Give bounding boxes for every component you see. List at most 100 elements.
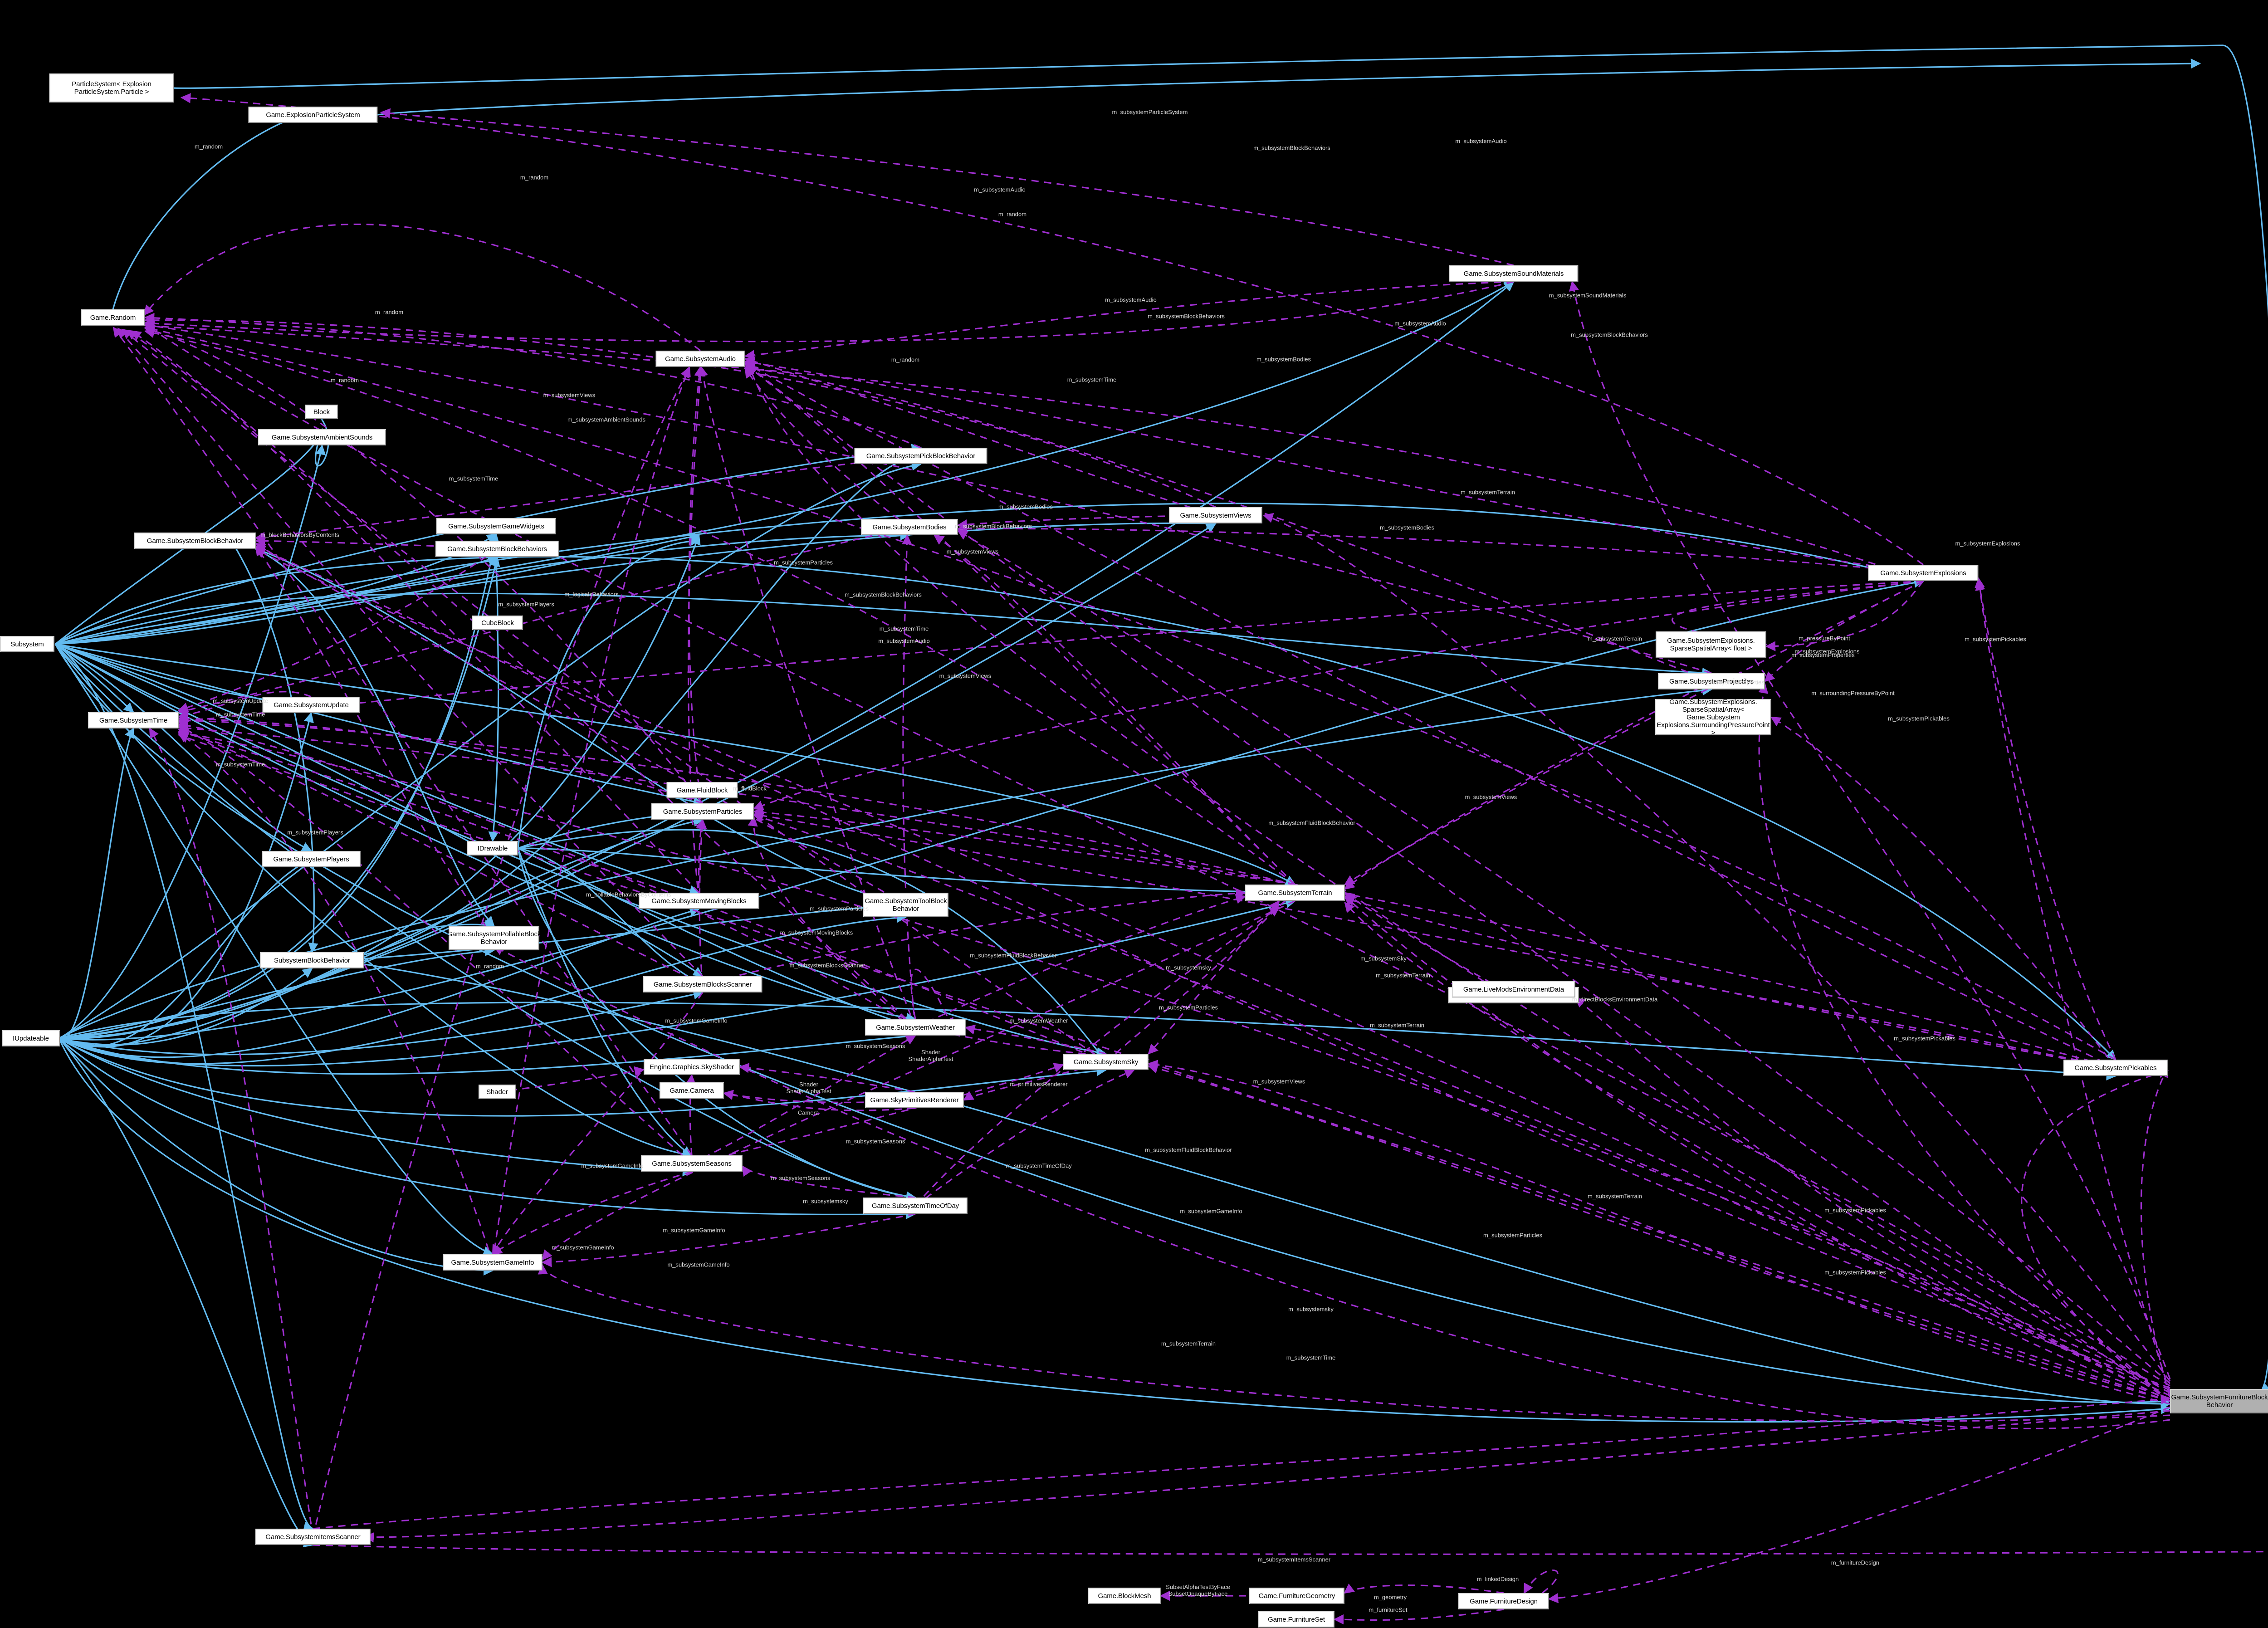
edge-label: m_subsystemTime <box>215 711 265 718</box>
edge-label: m_random <box>475 963 504 970</box>
graph-node[interactable]: Subsystem <box>0 636 54 652</box>
edge-label: m_subsystemTerrain <box>1376 972 1430 979</box>
edge-label: m_subsystemBodies <box>998 503 1053 510</box>
graph-node[interactable]: Game.SubsystemBodies <box>861 519 958 535</box>
edge-label: m_subsystemFluidBlockBehavior <box>970 952 1057 959</box>
edge-label: m_subsystemFluidBlockBehavior <box>1268 819 1355 826</box>
graph-node[interactable]: Block <box>305 405 338 419</box>
edge-label: m_subsystemParticles <box>773 559 833 566</box>
edge-label: m_blockBehaviorsByContents <box>260 531 339 538</box>
edge-label: m_subsystemTerrain <box>1161 1340 1216 1347</box>
edge-label: m_subsystemViews <box>543 391 596 399</box>
edge-label: m_subsystemItemsScanner <box>1257 1556 1331 1563</box>
edge-label: m_subsystemGameInfo <box>552 1244 614 1251</box>
edge-label: m_subsystemsky <box>1288 1305 1334 1313</box>
graph-node[interactable]: Game.SubsystemUpdate <box>262 697 360 713</box>
edge-label: m_fluidBlock <box>733 785 767 792</box>
edge-label: m_subsystemTime <box>449 475 499 482</box>
graph-node[interactable]: Game.ExplosionParticleSystem <box>248 107 378 123</box>
edge-label: m_subsystemBlockBehaviors <box>1148 313 1225 320</box>
edge-label: m_furnitureDesign <box>1831 1559 1880 1566</box>
edge-label: m_subsystemPickables <box>1888 715 1950 722</box>
graph-node[interactable]: Game.SubsystemToolBlock Behavior <box>863 893 948 917</box>
graph-node[interactable]: Game.FurnitureGeometry <box>1249 1588 1344 1604</box>
graph-node[interactable]: Shader <box>479 1085 516 1099</box>
edge-label: m_subsystemSeasons <box>846 1138 905 1145</box>
edge-label: m_subsystemExplosions <box>1955 540 2020 547</box>
graph-node[interactable]: Game.FluidBlock <box>666 782 738 798</box>
graph-node[interactable]: Engine.Graphics.SkyShader <box>644 1059 740 1075</box>
graph-node-current[interactable]: Game.SubsystemFurnitureBlock Behavior <box>2170 1389 2268 1413</box>
graph-node[interactable]: Game.SubsystemProjectiles <box>1658 673 1765 689</box>
graph-node[interactable]: Game.SubsystemMovingBlocks <box>639 893 759 909</box>
edge-label: m_subsystemParticles <box>1158 1004 1218 1011</box>
edge-label: m_subsystemSeasons <box>846 1042 905 1050</box>
graph-node[interactable]: Game.SubsystemPlayers <box>262 851 361 867</box>
usage-edges <box>112 93 2268 1625</box>
graph-node[interactable]: IUpdateable <box>2 1030 60 1046</box>
graph-node[interactable]: Game.SubsystemExplosions. SparseSpatialA… <box>1656 631 1766 658</box>
edge-label: m_subsystemParticles <box>809 905 869 912</box>
graph-node[interactable]: Game.Camera <box>660 1082 724 1099</box>
graph-node[interactable]: Game.SubsystemItemsScanner <box>255 1529 371 1545</box>
edge-label: Shader ShaderAlphaTest <box>908 1049 953 1062</box>
graph-node[interactable]: Game.SubsystemGameWidgets <box>436 518 556 534</box>
edge-label: m_subsystemSeasons <box>771 1174 831 1182</box>
graph-node[interactable]: Game.SubsystemBlocksScanner <box>643 976 763 992</box>
graph-node[interactable]: Game.SubsystemAudio <box>655 351 745 367</box>
edge-label: m_subsystemBlockBehaviors <box>1571 331 1648 338</box>
graph-node[interactable]: IDrawable <box>467 841 518 856</box>
edge-label: m_random <box>375 308 404 316</box>
edge-label: m_subsystemPlayers <box>498 601 554 608</box>
graph-node[interactable]: Game.SubsystemTimeOfDay <box>863 1198 968 1214</box>
inheritance-edges <box>54 44 2268 1547</box>
graph-node[interactable]: ParticleSystem< Explosion ParticleSystem… <box>49 73 174 103</box>
edge-label: m_subsystemAudio <box>974 186 1026 193</box>
graph-node[interactable]: Game.SubsystemBlockBehavior <box>134 533 256 549</box>
edge-label: m_subsystemProperties <box>1791 651 1855 659</box>
graph-node[interactable]: Game.SubsystemSoundMaterials <box>1449 265 1579 282</box>
graph-node[interactable]: Game.BlockMesh <box>1088 1588 1161 1604</box>
graph-node[interactable]: Game.SubsystemParticles <box>651 803 754 820</box>
graph-node[interactable]: Game.SubsystemPollableBlock Behavior <box>447 926 541 950</box>
edge-label: m_subsystemBodies <box>1380 524 1434 531</box>
edge-label: m_subsystemWeather <box>1009 1017 1068 1024</box>
edge-label: m_subsystemParticleSystem <box>1112 108 1188 116</box>
edge-label: m_subsystemAudio <box>1105 296 1157 303</box>
graph-node[interactable]: Game.SubsystemTime <box>88 712 179 728</box>
edge-label: m_geometry <box>1374 1594 1407 1601</box>
edge-label: m_subsystemAmbientSounds <box>567 416 645 423</box>
graph-node[interactable]: Game.SubsystemGameInfo <box>443 1254 543 1271</box>
graph-node[interactable]: Game.SubsystemExplosions. SparseSpatialA… <box>1655 698 1771 737</box>
graph-node[interactable]: Game.FurnitureDesign <box>1458 1593 1549 1609</box>
graph-node[interactable]: Game.SubsystemWeather <box>865 1019 966 1036</box>
graph-node[interactable]: Game.SubsystemBlockBehaviors <box>435 541 559 557</box>
graph-node[interactable]: Game.SubsystemViews <box>1169 507 1262 523</box>
graph-node[interactable]: Game.SubsystemTerrain <box>1245 885 1345 901</box>
graph-node[interactable]: Game.SubsystemAmbientSounds <box>258 429 386 445</box>
edge-label: m_logicalsBehaviors <box>564 591 619 598</box>
edge-label: m_subsystemTimeOfDay <box>1006 1162 1072 1169</box>
graph-node[interactable]: CubeBlock <box>472 616 523 630</box>
edge-label: m_directBlocksEnvironmentData <box>1572 996 1658 1003</box>
edge-label: m_subsystemSky <box>1360 955 1407 962</box>
graph-node[interactable]: Game.Random <box>81 309 145 326</box>
edge-label: m_subsystemPickables <box>1824 1269 1886 1276</box>
edge-label: m_subsystemBlocksScanner <box>789 962 865 969</box>
edge-label: m_subsystemAudio <box>1455 137 1507 145</box>
edge-label: m_subsystemAudio <box>878 637 930 645</box>
graph-node[interactable]: Game.SubsystemPickBlockBehavior <box>854 448 987 464</box>
graph-node[interactable]: Game.SubsystemPickables <box>2063 1060 2168 1076</box>
edge-label: Camera <box>797 1109 819 1116</box>
graph-node[interactable]: Game.LiveModsEnvironmentData <box>1452 981 1575 997</box>
edge-label: m_subsystemBlockBehaviors <box>845 591 922 598</box>
edge-label: m_subsystemGameInfo <box>581 1162 644 1169</box>
graph-node[interactable]: Game.SkyPrimitivesRenderer <box>865 1092 964 1108</box>
graph-node[interactable]: Game.SubsystemExplosions <box>1868 565 1979 581</box>
edge-label: m_subsystemBlockBehaviors <box>1253 144 1330 152</box>
graph-node[interactable]: Game.SubsystemSky <box>1063 1054 1149 1070</box>
graph-node[interactable]: SubsystemBlockBehavior <box>260 952 364 968</box>
graph-node[interactable]: Game.SubsystemSeasons <box>641 1155 743 1172</box>
graph-node[interactable]: Game.FurnitureSet <box>1258 1611 1334 1628</box>
